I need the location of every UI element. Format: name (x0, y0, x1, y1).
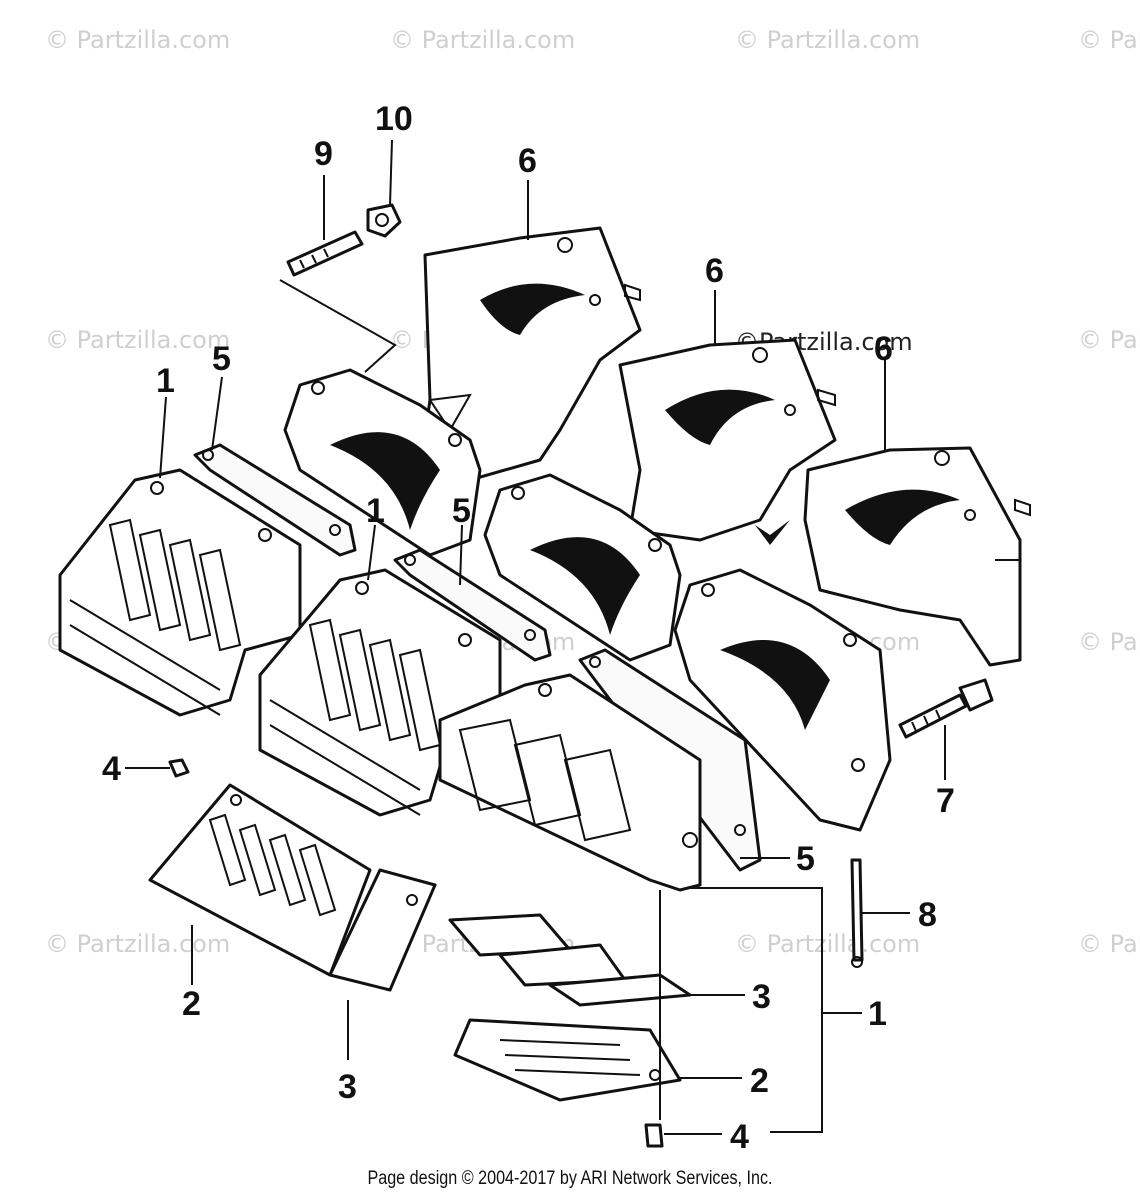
bolt (898, 678, 994, 739)
callout-1: 1 (366, 492, 385, 530)
watermark: © Partzilla.com (1078, 628, 1140, 656)
callout-3: 3 (338, 1068, 357, 1106)
watermark: © Partzilla.com (1078, 326, 1140, 354)
watermark: © Partzilla.com (390, 26, 575, 54)
reed-valve-assembly-rear (58, 468, 302, 717)
reed-petal-left (328, 868, 437, 992)
callout-9: 9 (314, 135, 333, 173)
footer-copyright: Page design © 2004-2017 by ARI Network S… (367, 1168, 773, 1189)
callout-5: 5 (212, 340, 231, 378)
callout-4: 4 (730, 1118, 749, 1156)
intake-manifold-middle (618, 338, 837, 545)
watermark: © Partzilla.com (1078, 26, 1140, 54)
callout-10: 10 (375, 100, 413, 138)
watermark: © Partzilla.com (1078, 930, 1140, 958)
screw-upper (168, 758, 190, 778)
manifold-flange-middle (483, 473, 682, 662)
watermark: © Partzilla.com (735, 930, 920, 958)
manifold-flange-rear (283, 368, 482, 557)
callout-6: 6 (518, 142, 537, 180)
stud (286, 230, 364, 277)
callout-6: 6 (874, 330, 893, 368)
callout-3: 3 (752, 978, 771, 1016)
callout-8: 8 (918, 896, 937, 934)
intake-manifold-front (803, 446, 1031, 667)
callout-1: 1 (868, 995, 887, 1033)
callout-2: 2 (750, 1062, 769, 1100)
intake-manifold-rear (418, 226, 642, 482)
callouts: 10 9 6 6 6 5 1 1 5 4 2 3 7 5 8 3 1 2 4 (102, 100, 955, 1156)
callout-7: 7 (936, 782, 955, 820)
reed-stop-plate-bottom (453, 1018, 682, 1102)
gasket-rear (193, 443, 357, 557)
nut (366, 203, 402, 238)
callout-4: 4 (102, 750, 121, 788)
watermark: © Partzilla.com (45, 930, 230, 958)
callout-2: 2 (182, 985, 201, 1023)
leader-lines (125, 139, 946, 1135)
callout-5: 5 (452, 492, 471, 530)
gasket-middle (393, 548, 552, 662)
reed-valve-assembly-front (438, 673, 702, 892)
pin (850, 858, 864, 968)
watermark: © Partzilla.com (735, 26, 920, 54)
watermark: © Partzilla.com (45, 26, 230, 54)
manifold-flange-front (673, 568, 892, 832)
callout-1: 1 (156, 362, 175, 400)
callout-6: 6 (705, 252, 724, 290)
screw-lower (644, 1123, 664, 1148)
reed-petals-bottom (448, 913, 692, 1007)
callout-5: 5 (796, 840, 815, 878)
watermark: © Partzilla.com (45, 326, 230, 354)
